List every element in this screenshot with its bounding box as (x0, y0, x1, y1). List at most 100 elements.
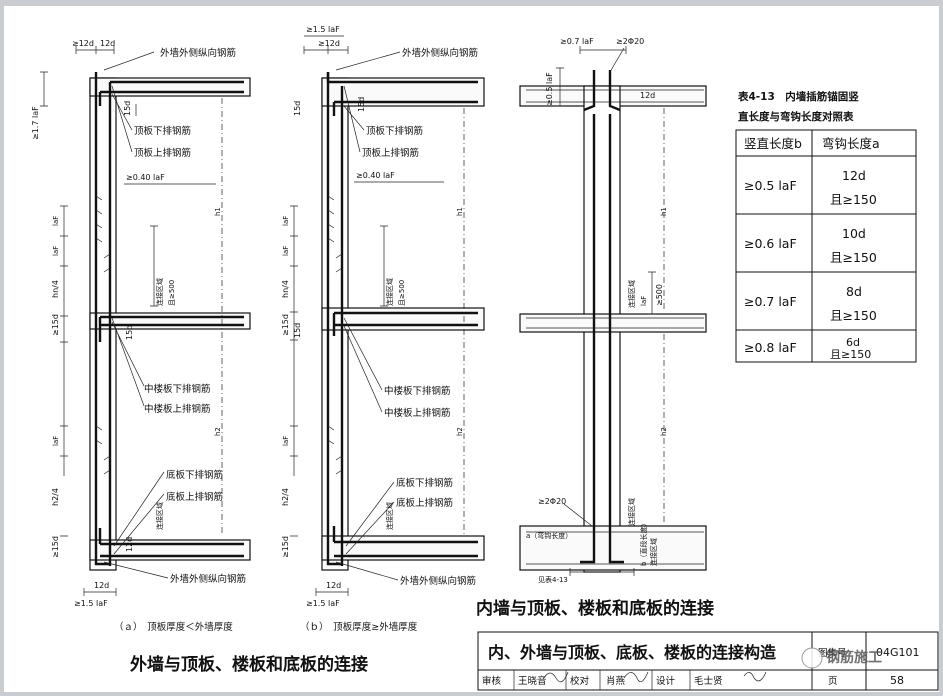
label-mid-lower-a: 中楼板下排钢筋 (144, 383, 211, 395)
dim-hook-a-inner (569, 568, 635, 576)
caption-a: （ａ） 顶板厚度＜外墙厚度 (114, 621, 233, 633)
table-row3-a2: 且≥150 (830, 308, 877, 323)
label-top-lower-a: 顶板下排钢筋 (134, 125, 191, 137)
label-inner-splice-b: 连接区域 (627, 498, 636, 526)
dim-a-9: h2/4 (51, 488, 60, 506)
construction-drawing: 外墙外侧纵向钢筋 顶板下排钢筋 顶板上排钢筋 中楼板下排钢筋 中楼板上排钢筋 底… (31, 25, 939, 691)
splice-marks-b (327, 195, 343, 475)
title-block-review-label: 审核 (482, 675, 502, 687)
dim-b-15: h1 (456, 207, 464, 216)
drawing-sheet: 外墙外侧纵向钢筋 顶板下排钢筋 顶板上排钢筋 中楼板下排钢筋 中楼板上排钢筋 底… (4, 6, 939, 692)
title-block-design-name: 毛士贤 (694, 675, 723, 687)
dim-b-13: laF (282, 246, 290, 256)
dim-b-10: ≥15d (281, 314, 290, 336)
table-row4-a2: 且≥150 (830, 348, 871, 361)
dim-b-14: laF (282, 436, 290, 446)
title-block-main: 内、外墙与顶板、底板、楼板的连接构造 (488, 643, 777, 662)
label-splice-a: 连接区域 (155, 278, 164, 306)
dim-05laf-inner (556, 67, 564, 107)
leader-bot-a (113, 471, 165, 555)
title-block-review-name: 王晓音 (518, 675, 547, 687)
label-mid-upper-b: 中楼板上排钢筋 (384, 407, 451, 419)
table-row4-b: ≥0.8 laF (744, 340, 797, 355)
label-splice3-b: 连接区域 (385, 502, 394, 530)
dim-b-6: ≥1.5 laF (306, 599, 340, 608)
table-header-a: 弯钩长度a (822, 136, 880, 151)
table-row4-a1: 6d (846, 336, 860, 349)
label-bot-lower-b: 底板下排钢筋 (396, 477, 453, 489)
label-bot-lower-a: 底板下排钢筋 (166, 469, 223, 481)
outer-vertical-bar-a (94, 72, 110, 566)
dim-a-0: ≥12d (72, 39, 94, 48)
dim-inner-8: h1 (660, 207, 668, 216)
dim-inner-1: ≥2Φ20 (616, 37, 644, 46)
dim-a-6: 12d (94, 581, 109, 590)
inner-bottom-hooks (580, 526, 624, 564)
dim-b-0: ≥1.5 laF (306, 25, 340, 34)
dim-a-15: h1 (214, 207, 222, 216)
label-bot-upper-b: 底板上排钢筋 (396, 497, 453, 509)
heading-outer: 外墙与顶板、楼板和底板的连接 (130, 654, 368, 675)
title-block-page-no: 58 (890, 674, 904, 687)
dim-inner-6: b（直段长度） (639, 520, 648, 566)
inner-slab-bars (526, 89, 704, 565)
leader-mid-b (343, 317, 383, 413)
dim-inner-11: laF (640, 296, 648, 306)
detail-a: 外墙外侧纵向钢筋 顶板下排钢筋 顶板上排钢筋 中楼板下排钢筋 中楼板上排钢筋 底… (31, 39, 251, 633)
inner-top-hooks (583, 70, 621, 112)
leaders-inner (563, 47, 625, 527)
dim-b-8: hn/4 (281, 280, 290, 298)
top-lower-bar-b (332, 100, 478, 116)
table-row2-a1: 10d (842, 226, 866, 241)
dim-left-stack-a (60, 205, 68, 537)
title-block-atlas-label: 图集号 (818, 647, 847, 659)
dim-a-11: ≥15d (51, 536, 60, 558)
dim-1p5laf-b (315, 588, 349, 596)
dim-a-3: ≥0.40 laF (126, 173, 165, 182)
title-block-design-label: 设计 (656, 675, 676, 687)
dim-b-5: 15d (293, 323, 302, 338)
heading-inner: 内墙与顶板、楼板和底板的连接 (476, 598, 714, 619)
label-bot-upper-a: 底板上排钢筋 (166, 491, 223, 503)
label-splice2-a: 且≥500 (168, 280, 176, 306)
dim-b-11: ≥15d (281, 536, 290, 558)
dim-a-12: laF (52, 216, 60, 226)
mid-bars-a (98, 315, 244, 342)
leader-mid-a (111, 317, 145, 407)
dim-a-7: ≥1.5 laF (74, 599, 108, 608)
label-outer-vert-bottom-a: 外墙外侧纵向钢筋 (170, 573, 246, 585)
dim-a-2: ≥1.7 laF (31, 106, 40, 140)
bottom-bars-b (332, 526, 478, 558)
dim-b-4: 15d (357, 97, 366, 112)
detail-b: 外墙外侧纵向钢筋 顶板下排钢筋 顶板上排钢筋 中楼板下排钢筋 中楼板上排钢筋 底… (281, 25, 485, 633)
title-block: 内、外墙与顶板、底板、楼板的连接构造 图集号 04G101 审核 王晓音 校对 … (477, 631, 939, 691)
dim-a-8: hn/4 (51, 280, 60, 298)
dim-500-inner (648, 271, 656, 315)
dim-a-4: 15d (123, 101, 132, 116)
dim-top-b (303, 46, 349, 54)
detail-inner: ≥0.7 laF ≥2Φ20 ≥0.5 laF 12d ≥2Φ20 a（弯钩长度… (519, 37, 707, 584)
dim-a-16: h2 (214, 427, 222, 436)
dim-inner-9: h2 (660, 427, 668, 436)
table-row3-b: ≥0.7 laF (744, 294, 797, 309)
label-top-upper-a: 顶板上排钢筋 (134, 147, 191, 159)
dim-a-13: laF (52, 246, 60, 256)
title-block-page-label: 页 (828, 676, 838, 687)
dim-splice-a (150, 225, 158, 307)
dim-b-9: h2/4 (281, 488, 290, 506)
leader-outer-vert-bottom-b (335, 561, 399, 581)
watermark-logo-icon (801, 647, 823, 669)
dim-07laf-inner (579, 46, 627, 54)
watermark-text: 钢筋施工 (826, 649, 882, 666)
dim-b-1: ≥12d (318, 39, 340, 48)
label-splice3-a: 连接区域 (155, 502, 164, 530)
leader-bot-b (345, 481, 395, 555)
table-row3-a1: 8d (846, 284, 862, 299)
dim-b-2: 15d (293, 101, 302, 116)
dim-inner-4: ≥2Φ20 (538, 497, 566, 506)
leader-outer-vert-bottom-a (103, 561, 169, 579)
title-block-check-label: 校对 (570, 675, 590, 687)
table-caption-2: 直长度与弯钩长度对照表 (738, 110, 854, 123)
dim-b-7: 12d (326, 581, 341, 590)
table-row1-a2: 且≥150 (830, 192, 877, 207)
